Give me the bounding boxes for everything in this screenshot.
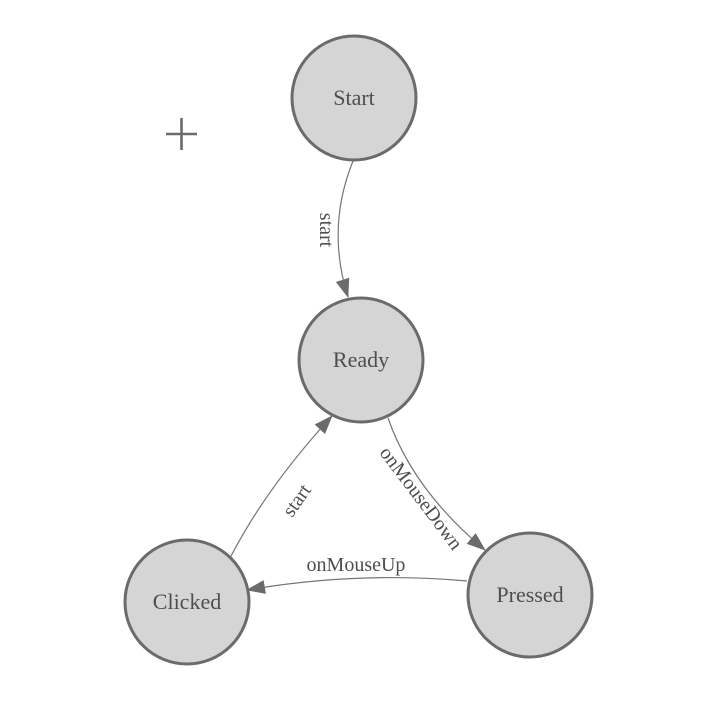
edge-clicked-to-ready-line[interactable] (229, 415, 333, 559)
edge-clicked-to-ready-label: start (278, 480, 316, 521)
edge-pressed-to-clicked[interactable]: onMouseUp (246, 554, 468, 594)
crosshair-icon (166, 118, 197, 150)
edge-clicked-to-ready[interactable]: start (229, 415, 333, 559)
node-ready[interactable]: Ready (297, 296, 425, 424)
node-start-label: Start (333, 85, 375, 110)
node-start-circle[interactable] (290, 34, 418, 162)
edge-pressed-to-clicked-label: onMouseUp (307, 554, 406, 576)
edge-start-to-ready-line[interactable] (335, 160, 354, 298)
node-clicked[interactable]: Clicked (123, 538, 251, 666)
node-start[interactable]: Start (290, 34, 418, 162)
node-pressed-circle[interactable] (466, 531, 594, 659)
node-pressed[interactable]: Pressed (466, 531, 594, 659)
edge-start-to-ready[interactable]: start (315, 160, 354, 298)
node-clicked-circle[interactable] (123, 538, 251, 666)
node-clicked-label: Clicked (153, 589, 221, 614)
edge-ready-to-pressed-label: onMouseDown (375, 443, 467, 555)
edge-ready-to-pressed[interactable]: onMouseDown (375, 417, 486, 555)
node-ready-circle[interactable] (297, 296, 425, 424)
edge-start-to-ready-label: start (315, 213, 337, 248)
edge-ready-to-pressed-line[interactable] (387, 417, 486, 551)
edge-pressed-to-clicked-line[interactable] (246, 576, 468, 594)
node-pressed-label: Pressed (496, 582, 563, 607)
node-ready-label: Ready (333, 347, 389, 372)
